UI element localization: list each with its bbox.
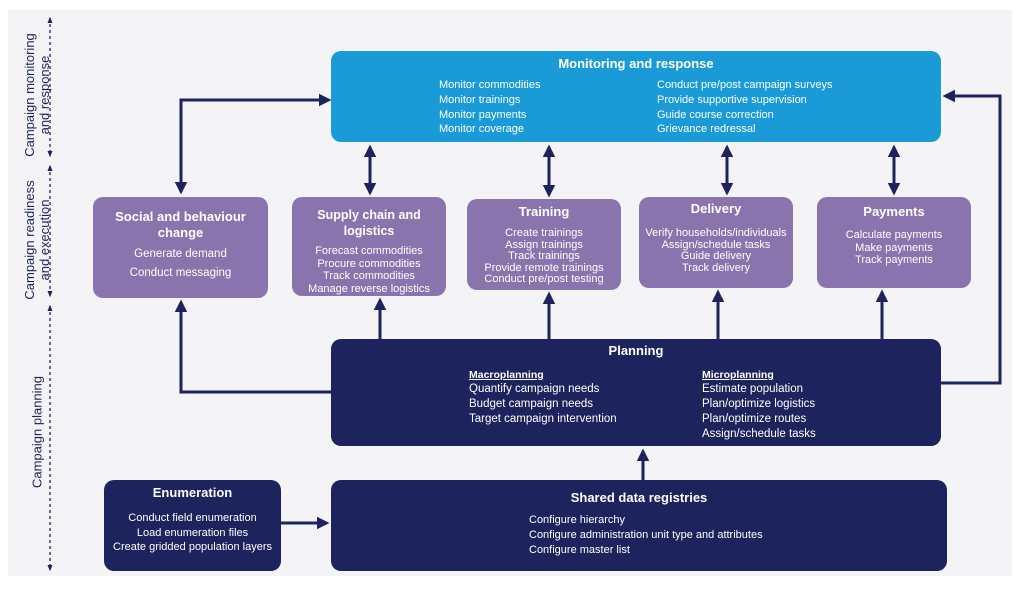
list-item: Configure administration unit type and a… xyxy=(529,528,763,541)
list-item: Target campaign intervention xyxy=(469,413,617,425)
list-item: Procure commodities xyxy=(317,257,421,270)
list-item: Load enumeration files xyxy=(136,526,249,539)
list-item: Make payments xyxy=(855,241,933,254)
macroplanning-list: Macroplanning Quantify campaign needs Bu… xyxy=(469,368,617,427)
list-item: Conduct messaging xyxy=(129,267,232,279)
delivery-box: Delivery Verify households/individuals A… xyxy=(639,197,793,288)
registries-box: Shared data registries Configure hierarc… xyxy=(331,480,947,571)
list-item: Generate demand xyxy=(134,248,227,260)
list-item: Create gridded population layers xyxy=(113,541,272,553)
list-item: Conduct pre/post testing xyxy=(484,273,604,285)
list-item: Budget campaign needs xyxy=(469,398,594,410)
training-title: Training xyxy=(518,204,570,219)
payments-box: Payments Calculate payments Make payment… xyxy=(817,197,971,288)
supply-box: Supply chain and logistics Forecast comm… xyxy=(292,197,446,296)
list-item: Calculate payments xyxy=(845,229,943,241)
arrow-planning-monitoring xyxy=(941,89,1002,385)
list-item: Plan/optimize routes xyxy=(702,413,807,425)
list-item: Grievance redressal xyxy=(657,123,756,136)
list-item: Conduct field enumeration xyxy=(128,512,257,524)
monitoring-title: Monitoring and response xyxy=(558,56,714,71)
list-item: Plan/optimize logistics xyxy=(702,398,816,410)
training-box: Training Create trainings Assign trainin… xyxy=(467,199,621,290)
list-item: Monitor commodities xyxy=(439,79,541,91)
registries-title: Shared data registries xyxy=(570,490,708,505)
list-item: Track trainings xyxy=(508,250,580,262)
monitoring-left-list: Monitor commodities Monitor trainings Mo… xyxy=(439,78,540,137)
enumeration-box: Enumeration Conduct field enumeration Lo… xyxy=(104,480,281,571)
list-item: Configure master list xyxy=(529,543,630,556)
payments-title: Payments xyxy=(863,204,925,219)
list-item: Guide course correction xyxy=(657,108,774,121)
list-item: Monitor trainings xyxy=(439,93,521,106)
list-item: Track payments xyxy=(855,254,933,266)
list-item: Provide remote trainings xyxy=(484,261,604,274)
arrow-planning-sbc xyxy=(174,299,331,394)
list-item: Provide supportive supervision xyxy=(657,93,807,106)
list-item: Quantify campaign needs xyxy=(469,383,600,395)
monitoring-right-list: Conduct pre/post campaign surveys Provid… xyxy=(657,78,832,137)
list-item: Manage reverse logistics xyxy=(308,282,430,295)
list-item: Assign trainings xyxy=(505,238,583,251)
delivery-title: Delivery xyxy=(690,201,742,216)
macroplanning-label: Macroplanning xyxy=(469,369,544,381)
microplanning-label: Microplanning xyxy=(702,369,774,381)
list-item: Forecast commodities xyxy=(315,245,423,257)
list-item: Assign/schedule tasks xyxy=(661,238,771,251)
enumeration-title: Enumeration xyxy=(152,485,233,500)
registries-list: Configure hierarchy Configure administra… xyxy=(529,513,763,557)
list-item: Track commodities xyxy=(323,270,415,282)
list-item: Monitor coverage xyxy=(439,123,524,136)
list-item: Track delivery xyxy=(681,261,751,274)
monitoring-box: Monitoring and response Monitor commodit… xyxy=(331,51,941,142)
supply-title: Supply chain and logistics xyxy=(317,208,421,238)
list-item: Monitor payments xyxy=(439,108,527,121)
list-item: Verify households/individuals xyxy=(645,227,787,239)
list-item: Configure hierarchy xyxy=(529,514,625,526)
list-item: Estimate population xyxy=(702,383,804,395)
microplanning-list: Microplanning Estimate population Plan/o… xyxy=(702,368,816,442)
list-item: Assign/schedule tasks xyxy=(702,428,816,440)
list-item: Guide delivery xyxy=(680,250,752,262)
planning-title: Planning xyxy=(608,343,664,358)
planning-box: Planning Macroplanning Quantify campaign… xyxy=(331,339,941,446)
list-item: Create trainings xyxy=(505,227,583,239)
list-item: Conduct pre/post campaign surveys xyxy=(657,79,833,91)
arrow-sbc-monitoring xyxy=(174,93,332,195)
